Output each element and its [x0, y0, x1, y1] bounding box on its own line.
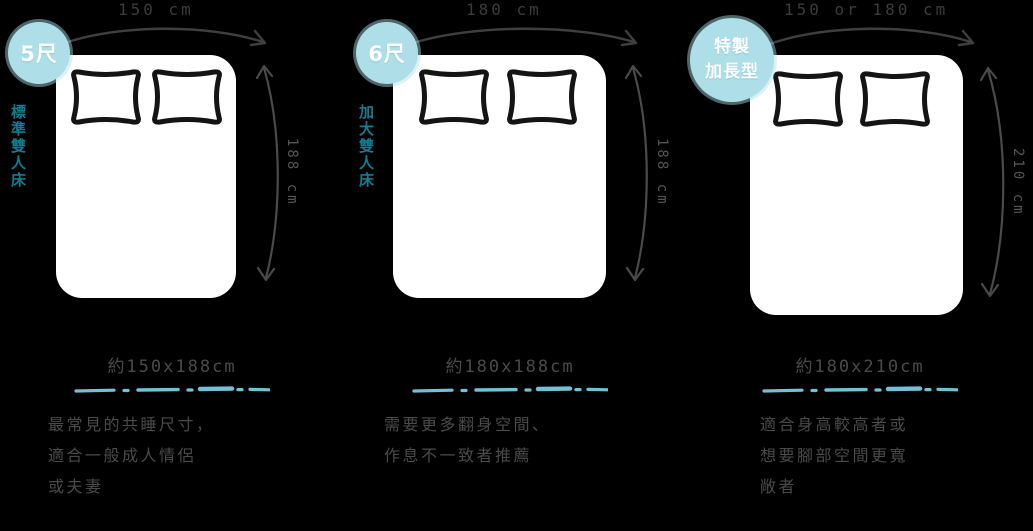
pillow-icon: [855, 69, 935, 129]
bed-size-column-extra-long: 150 or 180 cm 210 cm 特製 加長型 約1: [688, 0, 1032, 531]
caption-line: 作息不一致者推薦: [384, 446, 533, 466]
arc-arrow-right-icon: [408, 27, 638, 47]
caption-line: 需要更多翻身空間、: [384, 415, 551, 434]
top-dimension-label: 150 cm: [118, 0, 194, 19]
bed-size-column-queen: 180 cm 188 cm 6尺 加大雙人床 約180x188: [338, 0, 682, 531]
arc-arrow-vertical-icon: [255, 64, 279, 282]
size-badge-line: 6尺: [368, 42, 406, 66]
pillow-icon: [147, 67, 227, 127]
side-dimension-label: 210 cm: [1010, 148, 1026, 217]
arc-arrow-vertical-icon: [624, 64, 648, 282]
bed-type-label: 加大雙人床: [357, 104, 375, 189]
caption-description: 最常見的共睡尺寸， 適合一般成人情侶 或夫妻: [0, 409, 344, 503]
bed-size-column-standard: 150 cm 188 cm 5尺 標準雙人床 約150x188: [0, 0, 344, 531]
pillow-icon: [502, 67, 582, 127]
caption-block: 約150x188cm 最常見的共睡尺寸， 適合一般成人情侶 或夫妻: [0, 352, 344, 503]
side-dimension-label: 188 cm: [654, 138, 670, 207]
arc-arrow-right-icon: [60, 27, 267, 47]
caption-description: 需要更多翻身空間、 作息不一致者推薦: [338, 409, 682, 471]
dash-dot-divider-icon: [762, 386, 958, 393]
size-badge: 特製 加長型: [690, 18, 774, 102]
size-badge-line: 加長型: [705, 62, 759, 82]
pillow-icon: [768, 69, 848, 129]
size-badge-line: 特製: [714, 37, 750, 58]
caption-block: 約180x210cm 適合身高較高者或 想要腳部空間更寬 敞者: [688, 352, 1032, 503]
dash-dot-divider-icon: [74, 386, 270, 393]
caption-line: 敞者: [760, 477, 798, 497]
caption-line: 或夫妻: [48, 477, 104, 497]
caption-line: 最常見的共睡尺寸，: [48, 415, 215, 434]
size-badge: 5尺: [8, 22, 70, 84]
bed-type-label: 標準雙人床: [9, 104, 27, 189]
size-badge: 6尺: [356, 22, 418, 84]
caption-line: 適合身高較高者或: [760, 415, 909, 434]
caption-block: 約180x188cm 需要更多翻身空間、 作息不一致者推薦: [338, 352, 682, 471]
caption-size: 約150x188cm: [107, 357, 237, 377]
side-dimension-label: 188 cm: [284, 138, 300, 207]
size-badge-line: 5尺: [20, 42, 58, 66]
caption-line: 想要腳部空間更寬: [760, 446, 909, 466]
caption-size: 約180x210cm: [795, 357, 925, 377]
caption-line: 適合一般成人情侶: [48, 446, 197, 466]
dash-dot-divider-icon: [412, 386, 608, 393]
top-dimension-label: 150 or 180 cm: [784, 0, 949, 19]
pillow-icon: [66, 67, 146, 127]
arc-arrow-vertical-icon: [979, 66, 1005, 298]
top-dimension-label: 180 cm: [466, 0, 542, 19]
caption-description: 適合身高較高者或 想要腳部空間更寬 敞者: [688, 409, 1032, 503]
arc-arrow-right-icon: [768, 27, 975, 47]
caption-size: 約180x188cm: [445, 357, 575, 377]
pillow-icon: [414, 67, 494, 127]
